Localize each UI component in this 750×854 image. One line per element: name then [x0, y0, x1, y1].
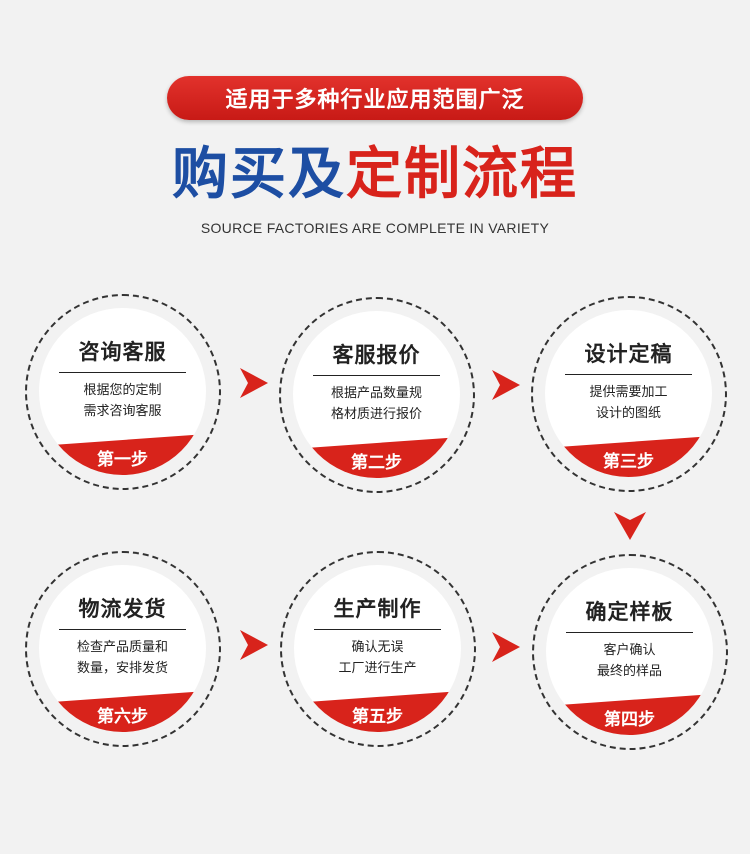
step-6-desc-line-2: 数量，安排发货: [76, 661, 168, 676]
step-6-desc-line-1: 检查产品质量和: [76, 640, 168, 655]
banner-text: 适用于多种行业应用范围广泛: [225, 88, 525, 113]
step-4-desc-line-2: 最终的样品: [596, 664, 662, 679]
step-5-desc-line-2: 工厂进行生产: [338, 661, 417, 676]
step-6-card: 物流发货 检查产品质量和 数量，安排发货 第六步: [39, 565, 206, 732]
step-4-circle: 确定样板 客户确认 最终的样品 第四步: [532, 554, 728, 750]
step-5-circle: 生产制作 确认无误 工厂进行生产 第五步: [280, 551, 476, 747]
step-2-card: 客服报价 根据产品数量规 格材质进行报价 第二步: [293, 311, 460, 478]
step-5-desc-line-1: 确认无误: [351, 640, 404, 655]
step-5-badge: 第五步: [294, 691, 461, 732]
step-4-description: 客户确认 最终的样品: [556, 640, 703, 682]
step-3-card: 设计定稿 提供需要加工 设计的图纸 第三步: [545, 310, 712, 477]
title-part-red: 定制流程: [346, 142, 578, 207]
arrow-right-icon: [492, 370, 520, 400]
step-6-title: 物流发货: [78, 597, 167, 621]
step-1-divider: [59, 372, 186, 373]
step-1-badge: 第一步: [39, 434, 206, 475]
step-1-title: 咨询客服: [78, 340, 167, 364]
step-3-title: 设计定稿: [584, 342, 673, 366]
step-4-title: 确定样板: [585, 600, 674, 624]
step-5-card: 生产制作 确认无误 工厂进行生产 第五步: [294, 565, 461, 732]
step-4-badge: 第四步: [546, 694, 713, 735]
step-2-description: 根据产品数量规 格材质进行报价: [303, 383, 450, 425]
step-6-divider: [59, 629, 186, 630]
step-2-divider: [313, 375, 440, 376]
step-2-desc-line-1: 根据产品数量规: [330, 386, 422, 401]
arrow-right-icon: [240, 368, 268, 398]
page-title: 购买及定制流程: [0, 140, 750, 210]
step-3-desc-line-1: 提供需要加工: [589, 385, 668, 400]
step-6-description: 检查产品质量和 数量，安排发货: [49, 637, 196, 679]
step-3-desc-line-2: 设计的图纸: [595, 406, 661, 421]
step-2-title: 客服报价: [332, 343, 421, 367]
step-2-badge: 第二步: [293, 437, 460, 478]
step-3-divider: [565, 374, 692, 375]
arrow-right-icon: [492, 632, 520, 662]
step-2-desc-line-2: 格材质进行报价: [330, 407, 422, 422]
step-3-badge: 第三步: [545, 436, 712, 477]
step-2-circle: 客服报价 根据产品数量规 格材质进行报价 第二步: [279, 297, 475, 493]
step-5-description: 确认无误 工厂进行生产: [304, 637, 451, 679]
step-4-card: 确定样板 客户确认 最终的样品 第四步: [546, 568, 713, 735]
step-6-circle: 物流发货 检查产品质量和 数量，安排发货 第六步: [25, 551, 221, 747]
step-3-description: 提供需要加工 设计的图纸: [555, 382, 702, 424]
arrow-down-icon: [614, 512, 646, 540]
step-5-divider: [314, 629, 441, 630]
step-1-desc-line-1: 根据您的定制: [83, 383, 162, 398]
step-1-card: 咨询客服 根据您的定制 需求咨询客服 第一步: [39, 308, 206, 475]
step-4-divider: [566, 632, 693, 633]
arrow-right-icon: [240, 630, 268, 660]
step-6-badge: 第六步: [39, 691, 206, 732]
step-5-title: 生产制作: [333, 597, 422, 621]
step-1-desc-line-2: 需求咨询客服: [83, 404, 162, 419]
step-1-circle: 咨询客服 根据您的定制 需求咨询客服 第一步: [25, 294, 221, 490]
step-1-description: 根据您的定制 需求咨询客服: [49, 380, 196, 422]
step-3-circle: 设计定稿 提供需要加工 设计的图纸 第三步: [531, 296, 727, 492]
subtitle: SOURCE FACTORIES ARE COMPLETE IN VARIETY: [200, 220, 550, 236]
top-banner: 适用于多种行业应用范围广泛: [167, 76, 583, 120]
step-4-desc-line-1: 客户确认: [603, 643, 656, 658]
title-part-blue: 购买及: [172, 142, 346, 207]
